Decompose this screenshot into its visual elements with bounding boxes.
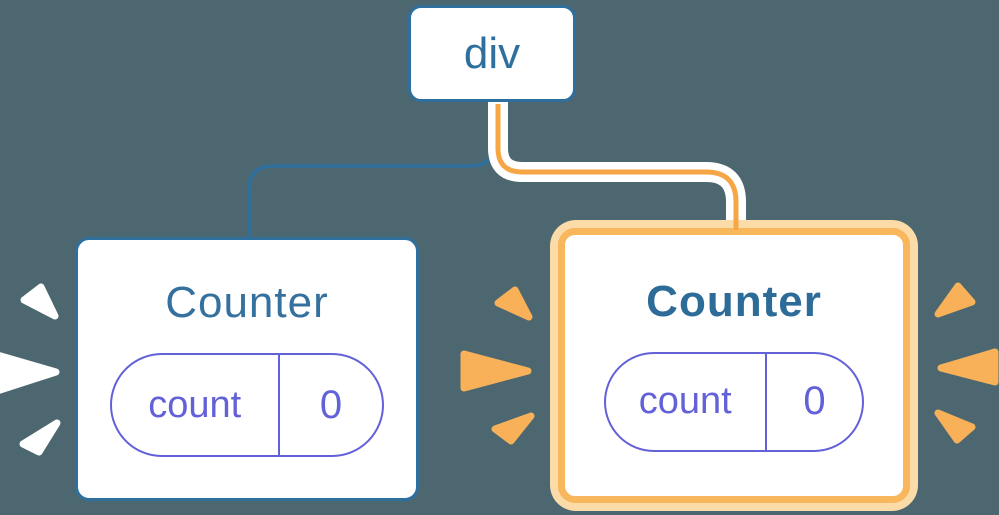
counter-card-left: Counter count 0 bbox=[75, 237, 419, 501]
root-div-node: div bbox=[408, 5, 576, 102]
state-key: count bbox=[148, 383, 242, 426]
burst-spark-orange-left-icon bbox=[460, 286, 535, 445]
edge-root-to-right-counter-casing bbox=[488, 101, 746, 221]
root-node-label: div bbox=[463, 28, 521, 78]
pill-divider bbox=[277, 355, 280, 455]
burst-spark-orange-right-icon bbox=[934, 282, 999, 444]
counter-card-right: Counter count 0 bbox=[558, 228, 910, 503]
state-pill: count 0 bbox=[110, 353, 384, 457]
counter-card-right-highlight-ring: Counter count 0 bbox=[550, 220, 918, 511]
edge-root-to-right-counter bbox=[495, 104, 739, 230]
burst-spark-white-icon bbox=[0, 283, 61, 456]
counter-title: Counter bbox=[165, 278, 329, 327]
state-value: 0 bbox=[319, 382, 343, 427]
state-pill: count 0 bbox=[604, 351, 864, 452]
pill-divider bbox=[764, 353, 767, 450]
counter-title: Counter bbox=[646, 276, 822, 326]
state-value: 0 bbox=[803, 379, 826, 423]
edge-root-to-left-counter bbox=[247, 101, 498, 239]
state-key: count bbox=[638, 380, 732, 422]
